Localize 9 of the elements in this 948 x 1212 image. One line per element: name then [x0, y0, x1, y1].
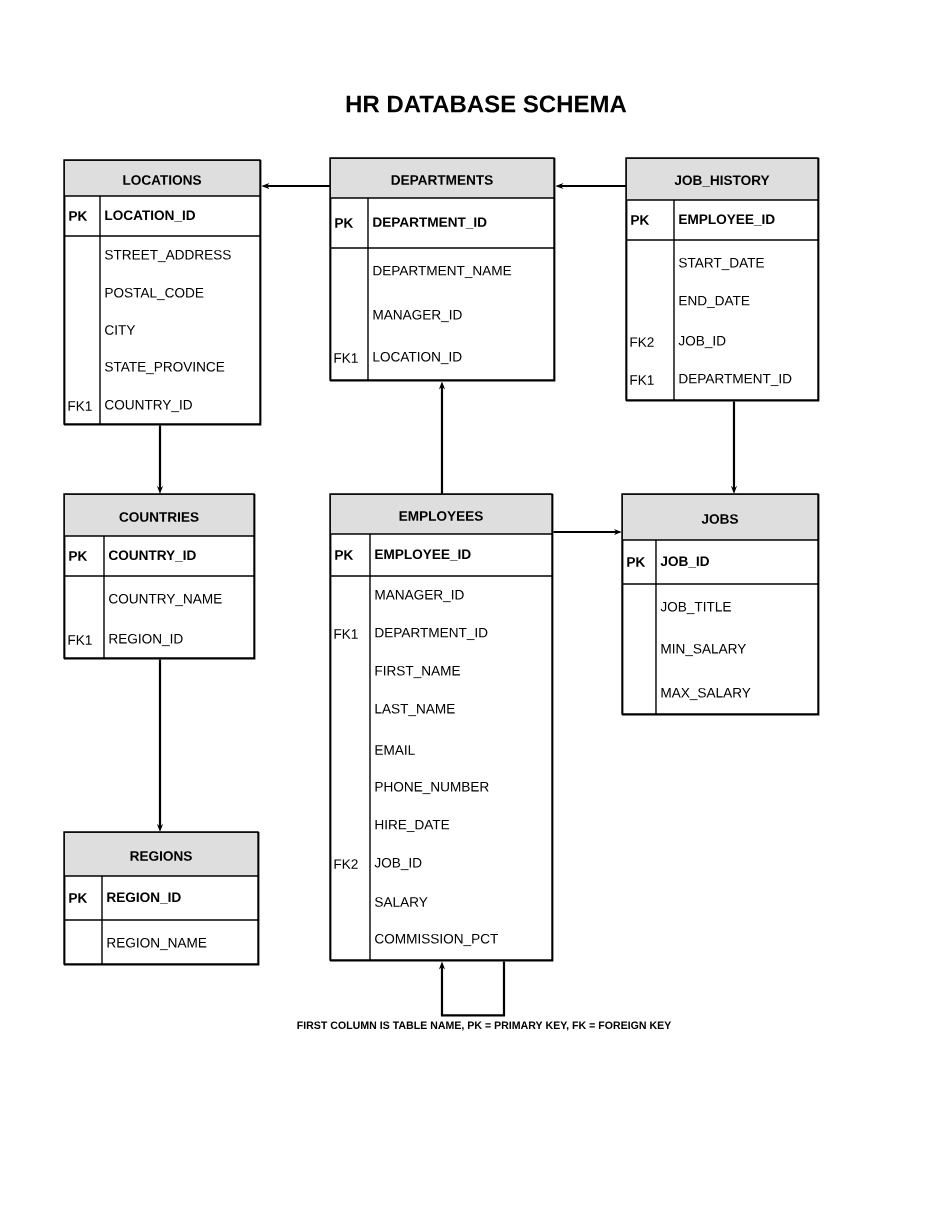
arrow: [438, 961, 506, 1017]
table: [63, 159, 262, 426]
table: [329, 493, 554, 962]
table: [329, 157, 556, 382]
table: [63, 493, 256, 660]
title: HR DATABASE SCHEMA: [346, 95, 627, 113]
table: [63, 831, 260, 966]
table: [625, 157, 820, 402]
table: [621, 493, 820, 716]
